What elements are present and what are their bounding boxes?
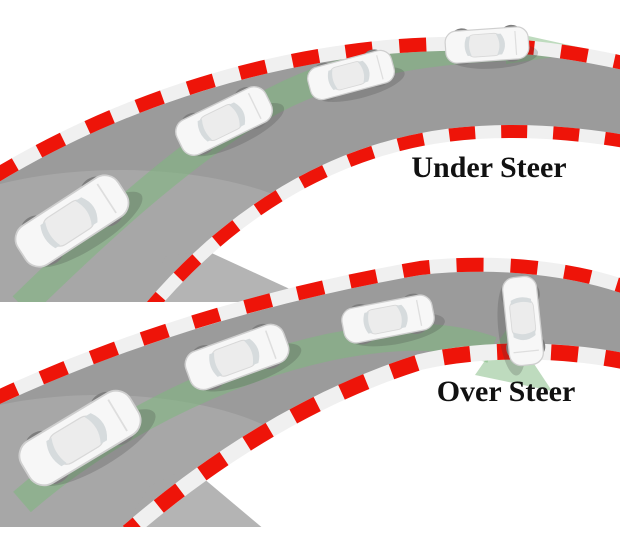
understeer-panel: Under Steer <box>0 22 620 302</box>
understeer-inner-curb-stripes <box>147 124 620 302</box>
understeer-label: Under Steer <box>411 151 566 184</box>
understeer-outer-curb-stripes <box>0 36 620 182</box>
oversteer-inner-curb-stripes <box>122 343 620 527</box>
oversteer-label: Over Steer <box>437 375 576 408</box>
oversteer-outer-curb-stripes <box>0 257 620 405</box>
oversteer-panel: Over Steer <box>0 257 620 527</box>
